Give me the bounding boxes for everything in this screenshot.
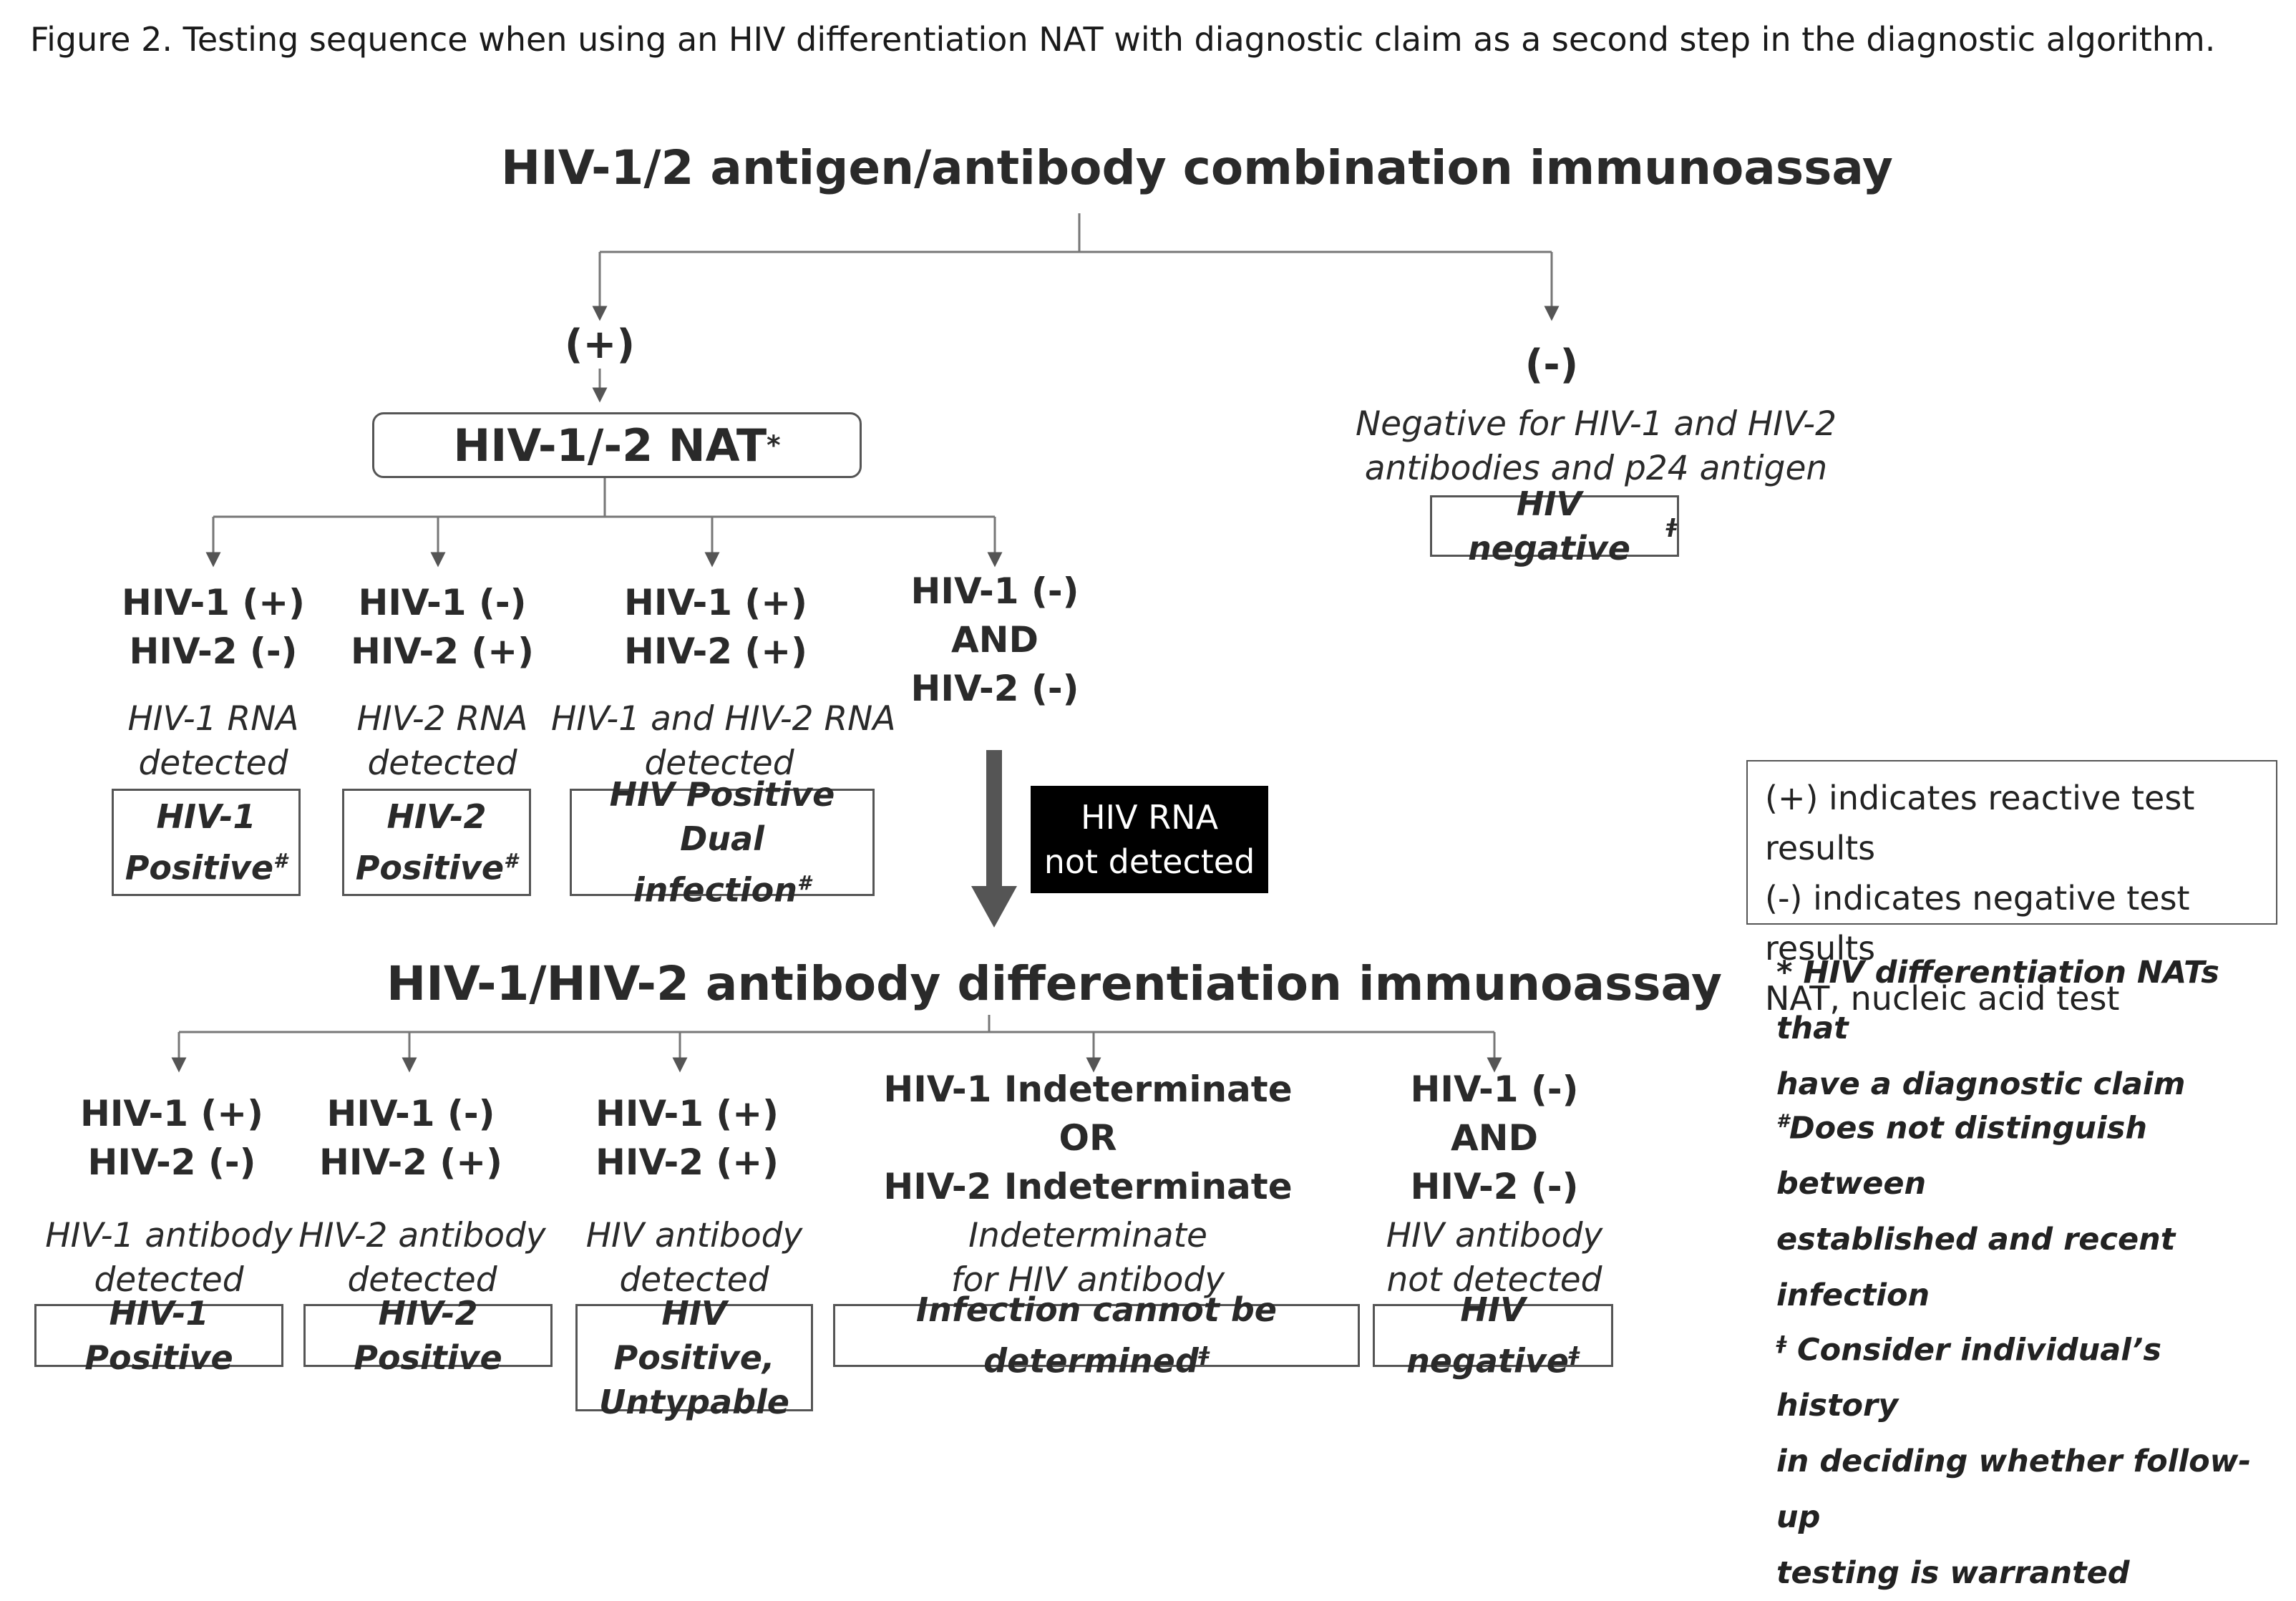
ab-branch-5-label: HIV-1 (-) AND HIV-2 (-): [1410, 1069, 1579, 1207]
legend-box: (+) indicates reactive test results (-) …: [1746, 760, 2277, 1018]
nat-box: HIV-1/-2 NAT*: [372, 412, 862, 478]
nat-branch-1-desc: HIV-1 RNA detected: [127, 699, 299, 783]
big-down-arrow: [971, 750, 1017, 928]
ab-branch-1-result: HIV-1 Positive: [34, 1294, 283, 1377]
ab-branch-2-result: HIV-2 Positive: [303, 1294, 553, 1377]
nat-branch-4-label: HIV-1 (-) AND HIV-2 (-): [910, 570, 1079, 709]
ab-branch-4-desc: Indeterminate for HIV antibody: [950, 1216, 1225, 1300]
legend-item: (+) indicates reactive test results: [1765, 779, 2195, 867]
positive-label: (+): [564, 321, 636, 368]
ab-branch-3-result: HIV Positive,Untypable: [575, 1294, 813, 1421]
nat-branch-3-desc: HIV-1 and HIV-2 RNA detected: [551, 699, 896, 783]
footnote-star: * HIV differentiation NATs that have a d…: [1776, 955, 2219, 1102]
flow-connectors: [171, 213, 1560, 1073]
negative-description: Negative for HIV-1 and HIV-2 antibodies …: [1356, 404, 1837, 488]
ab-branch-4-label: HIV-1 Indeterminate OR HIV-2 Indetermina…: [883, 1069, 1293, 1207]
ab-branch-4-result: Infection cannot be determinedǂ: [833, 1290, 1360, 1381]
footnote-hash: #Does not distinguish between establishe…: [1776, 1110, 2176, 1314]
ab-branch-1-desc: HIV-1 antibody detected: [45, 1216, 293, 1300]
ab-branch-3-desc: HIV antibody detected: [585, 1216, 803, 1300]
step1-title: HIV-1/2 antigen/antibody combination imm…: [501, 140, 1893, 195]
ab-branch-1-label: HIV-1 (+) HIV-2 (-): [79, 1093, 264, 1183]
nat-branch-2-desc: HIV-2 RNA detected: [356, 699, 528, 783]
ab-branch-5-result: HIV negativeǂ: [1373, 1290, 1613, 1381]
nat-branch-3-label: HIV-1 (+) HIV-2 (+): [623, 582, 808, 672]
step3-title: HIV-1/HIV-2 antibody differentiation imm…: [386, 956, 1723, 1011]
footnote-dagger: ǂ Consider individual’s history in decid…: [1776, 1332, 2252, 1592]
figure-caption: Figure 2. Testing sequence when using an…: [30, 20, 2216, 59]
ab-branch-3-label: HIV-1 (+) HIV-2 (+): [595, 1093, 779, 1183]
ab-branch-2-label: HIV-1 (-) HIV-2 (+): [318, 1093, 503, 1183]
negative-label: (-): [1524, 341, 1579, 388]
legend-item: NAT, nucleic acid test: [1765, 979, 2120, 1018]
legend-item: (-) indicates negative test results: [1765, 879, 2190, 968]
ab-branch-2-desc: HIV-2 antibody detected: [298, 1216, 546, 1300]
nat-branch-2-label: HIV-1 (-) HIV-2 (+): [350, 582, 535, 672]
nat-branch-1-label: HIV-1 (+) HIV-2 (-): [121, 582, 306, 672]
ab-branch-5-desc: HIV antibody not detected: [1386, 1216, 1603, 1300]
